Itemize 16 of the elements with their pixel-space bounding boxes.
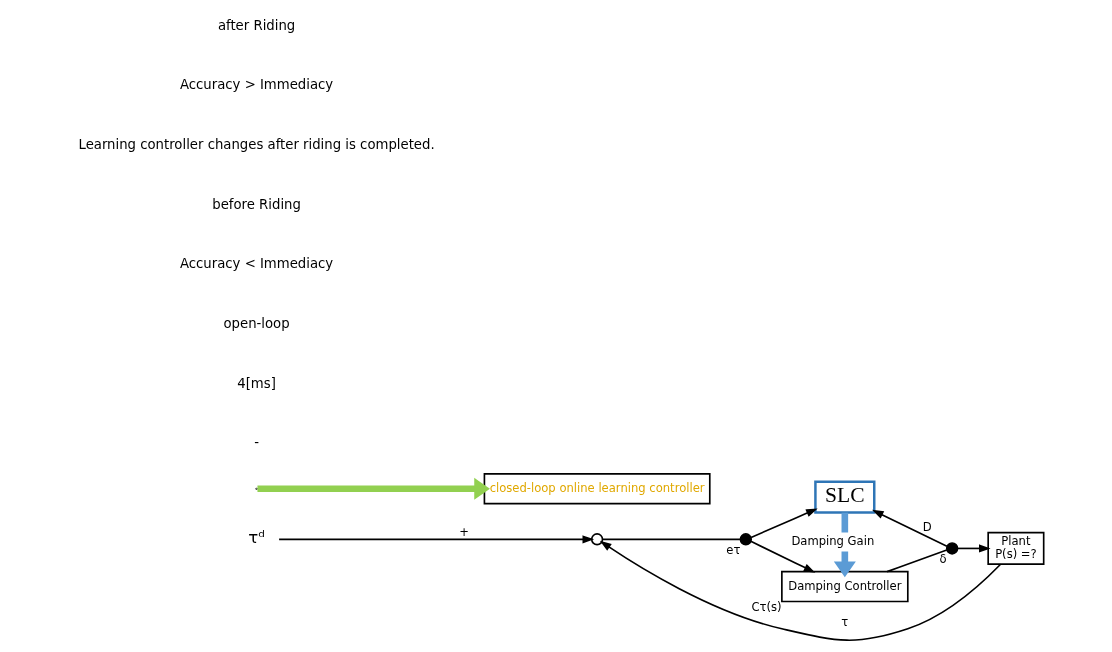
- label: -: [253, 435, 259, 451]
- edge-label: D: [922, 520, 932, 535]
- node-text: τᵈ: [247, 528, 265, 548]
- label: after Riding: [217, 17, 295, 33]
- edge-label: Damping Gain: [790, 534, 874, 549]
- label: Learning controller changes after riding is completed.: [78, 136, 435, 152]
- node-label: eτ: [725, 542, 740, 557]
- node-label: Cτ(s): [750, 599, 782, 614]
- label: open-loop: [222, 315, 290, 331]
- label: Accuracy < Immediacy: [179, 256, 333, 272]
- edge-label: +: [458, 525, 469, 540]
- label: 4[ms]: [236, 375, 276, 391]
- node-label: δ: [938, 552, 947, 567]
- edge-label: τ: [840, 614, 848, 629]
- label: Accuracy > Immediacy: [179, 77, 333, 93]
- label: before Riding: [211, 196, 301, 212]
